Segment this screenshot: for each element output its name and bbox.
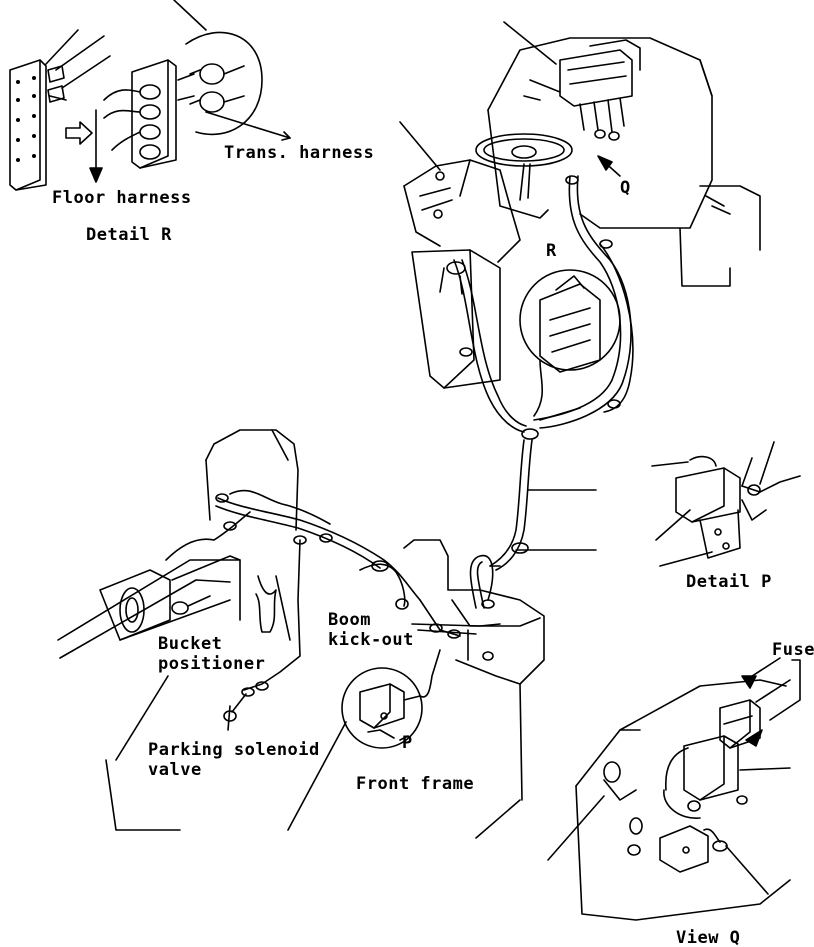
- floor-harness-label: Floor harness: [52, 188, 192, 208]
- callout-p: P: [402, 733, 413, 753]
- detail-r-title: Detail R: [86, 225, 172, 245]
- detail-p-title: Detail P: [686, 572, 772, 592]
- boom-kickout-line2: kick-out: [328, 630, 414, 650]
- bucket-positioner-line1: Bucket: [158, 634, 223, 654]
- bucket-positioner-line2: positioner: [158, 654, 266, 674]
- view-q-drawing: [547, 657, 801, 921]
- trans-harness-label: Trans. harness: [224, 143, 375, 163]
- detail-r-drawing: [9, 0, 291, 191]
- front-frame-drawing: [57, 429, 545, 839]
- boom-kickout-label: Boom kick-out: [328, 610, 414, 650]
- parking-solenoid-line2: valve: [148, 760, 202, 780]
- callout-q: Q: [620, 178, 631, 198]
- parking-solenoid-line1: Parking solenoid: [148, 740, 320, 760]
- callout-r: R: [546, 241, 557, 261]
- boom-kickout-line1: Boom: [328, 610, 371, 630]
- bucket-positioner-label: Bucket positioner: [158, 634, 265, 674]
- fuse-label: Fuse: [772, 640, 814, 660]
- view-q-title: View Q: [676, 928, 741, 947]
- parking-solenoid-label: Parking solenoid valve: [148, 740, 320, 780]
- harness-down-drawing: [489, 439, 801, 571]
- front-frame-label: Front frame: [356, 774, 475, 794]
- cab-drawing: [399, 21, 761, 440]
